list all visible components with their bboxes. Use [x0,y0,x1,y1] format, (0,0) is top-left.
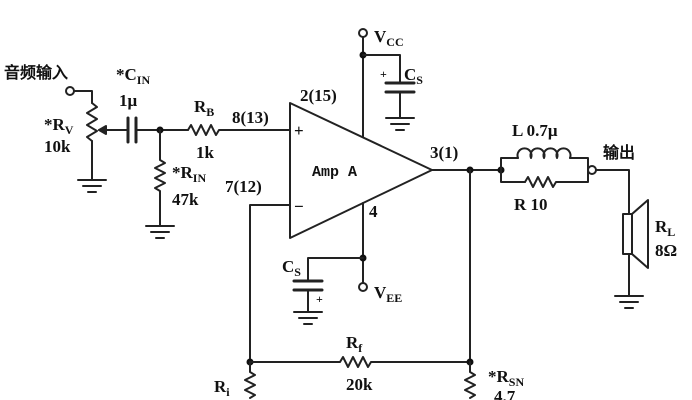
ground-symbol-cs-top [385,117,415,131]
vee-terminal [358,282,368,292]
resistor-rb [187,124,291,136]
ground-symbol-cs-bottom [293,311,323,325]
potentiometer-rv [86,102,98,142]
rv-value: 10k [44,137,71,156]
ri-label: Ri [214,377,230,399]
minus-sign: − [294,197,304,216]
output-terminal [587,165,597,175]
amp-triangle [289,102,433,239]
plus-sign: + [294,121,304,140]
wire-l-left [500,157,519,171]
wire-to-cs-top [362,54,401,84]
rb-label: RB [194,97,214,119]
rsn-label: *RSN [488,367,524,389]
cs-bottom-polarity: + [316,292,323,306]
ground-symbol-rv [77,179,107,193]
pin-vee-label: 4 [369,202,378,221]
input-terminal [65,86,75,96]
amp-name: Amp A [312,164,357,181]
r-out-label: R 10 [514,195,548,214]
vcc-label: VCC [374,27,404,49]
speaker-cone [631,199,649,269]
pin-plus-label: 8(13) [232,108,269,127]
capacitor-cin [126,116,138,144]
cin-label: *CIN [116,65,150,87]
resistor-rin [154,129,166,227]
speaker-body [622,213,633,255]
resistor-rsn [464,361,476,399]
wire-l-right [569,157,589,171]
resistor-r-out [524,169,589,188]
vee-label: VEE [374,283,402,305]
resistor-ri [244,361,256,399]
cin-value: 1μ [119,91,138,110]
pin-vcc-label: 2(15) [300,86,337,105]
capacitor-cs-bottom [292,279,324,292]
cs-bottom-label: CS [282,257,301,279]
inductor-l [516,147,572,159]
vcc-terminal [358,28,368,38]
ground-symbol-speaker [614,295,644,309]
wire-to-speaker [595,169,630,215]
rf-label: Rf [346,333,363,355]
rf-value: 20k [346,375,373,394]
resistor-rf [249,356,471,368]
pin-minus-label: 7(12) [225,177,262,196]
inductor-label: L 0.7μ [512,121,558,140]
wire-r-left [500,169,526,183]
rv-label: *RV [44,115,74,137]
rl-label: RL [655,217,675,239]
output-title: 输出 [603,143,635,162]
input-title: 音频输入 [4,63,68,82]
wire-to-cs-bottom [307,257,364,282]
rin-value: 47k [172,190,199,209]
pin-out-label: 3(1) [430,143,458,162]
wire-inverting-input [249,204,291,363]
rsn-value: 4.7 [494,387,516,400]
capacitor-cs-top [384,81,416,94]
rl-value: 8Ω [655,241,677,260]
ground-symbol-rin [145,225,175,239]
rb-value: 1k [196,143,215,162]
wire-input-to-pot [73,90,93,104]
cs-top-label: CS [404,65,423,87]
rin-label: *RIN [172,163,206,185]
cs-top-polarity: + [380,67,387,81]
wiper-arrow [98,125,107,135]
